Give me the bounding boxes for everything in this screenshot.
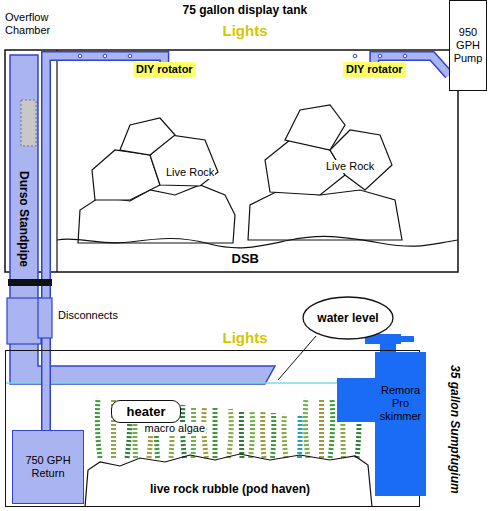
rock-chunk (92, 150, 160, 200)
hole (78, 54, 82, 58)
hole (103, 54, 107, 58)
leader-line (278, 336, 316, 380)
algae-strand (319, 399, 324, 458)
node-text-wrap: DIY rotator (136, 63, 193, 76)
algae-strand (251, 411, 253, 458)
rubble-outline (85, 454, 372, 507)
node-text: water level (317, 311, 379, 325)
diagram-title: 75 gallon display tank (183, 3, 308, 17)
ellipse-shape (303, 297, 393, 339)
algae-strand (239, 410, 245, 458)
heater-box: heater (111, 400, 181, 423)
lights-label: Lights (222, 329, 269, 346)
part-label: DSB (231, 251, 260, 266)
pipe-label: Durso Standpipe (17, 170, 31, 268)
callout-ellipse: water level (302, 296, 394, 340)
algae-strand (305, 398, 308, 458)
algae-strand (273, 413, 274, 458)
node-text: 750 GPH Return (13, 454, 83, 480)
part-label: Overflow Chamber (4, 11, 64, 37)
node-text-wrap: DIY rotator (346, 63, 403, 76)
lights-label: Lights (222, 22, 269, 39)
sump-heading: 35 gallon Sumpfugium (448, 365, 462, 494)
rotator-label-box: DIY rotator (133, 62, 196, 77)
node-text-wrap: water level (317, 311, 379, 325)
pipe-connector (46, 56, 164, 430)
return-pump-box: 750 GPH Return (12, 430, 84, 504)
node-text-wrap: Remora Pro skimmer (375, 384, 426, 423)
sand-bed-line (57, 236, 458, 247)
node-text-wrap: heater (126, 404, 165, 419)
rotator-holes (78, 54, 407, 58)
node-text: DIY rotator (346, 63, 403, 76)
node-text: 950 GPH Pump (450, 26, 486, 65)
algae-strand (284, 414, 286, 458)
hole (403, 54, 407, 58)
skimmer-tube (400, 336, 414, 342)
part-label: Live Rock (325, 160, 375, 173)
algae-strand (213, 408, 218, 458)
part-label: live rock rubble (pod haven) (149, 482, 311, 496)
node-text: DIY rotator (136, 63, 193, 76)
algae-strand (97, 398, 100, 458)
node-text-wrap: 950 GPH Pump (450, 26, 486, 65)
rock-chunk (248, 190, 402, 240)
pump-box: 950 GPH Pump (449, 0, 487, 91)
pipe-fill (46, 56, 164, 430)
sump-tank: 35 gallon Sumpfugiumheater750 GPH Return (5, 350, 420, 507)
display-tank (5, 50, 458, 272)
rock-chunk (120, 118, 175, 155)
hole (128, 54, 132, 58)
node-text: Remora Pro skimmer (375, 384, 426, 423)
hole (378, 54, 382, 58)
part-label: Live Rock (165, 166, 215, 179)
node-text: heater (126, 404, 165, 419)
algae-strand (263, 412, 264, 458)
pipe-outline (46, 56, 164, 430)
algae-strand (297, 415, 303, 458)
algae-strand (330, 400, 333, 458)
pipe-coupler (7, 298, 41, 344)
part-label: Disconnects (57, 309, 119, 322)
pipe-coupler (38, 298, 52, 338)
overflow-wall (56, 50, 57, 272)
macro-algae-drawing (97, 398, 359, 458)
algae-strand (229, 409, 232, 458)
disconnect-band (38, 279, 52, 286)
durso-cap (21, 100, 36, 146)
hole (353, 54, 357, 58)
node-text-wrap: 750 GPH Return (13, 454, 83, 480)
live-rock-pile (248, 105, 402, 240)
skimmer-cup (337, 378, 377, 422)
rotator-label-box: DIY rotator (343, 62, 406, 77)
part-label: macro algae (144, 422, 207, 435)
skimmer-body: Remora Pro skimmer (375, 352, 426, 496)
rock-chunk (285, 105, 345, 150)
disconnect-band (8, 279, 40, 286)
live-rock-pile (78, 118, 235, 243)
